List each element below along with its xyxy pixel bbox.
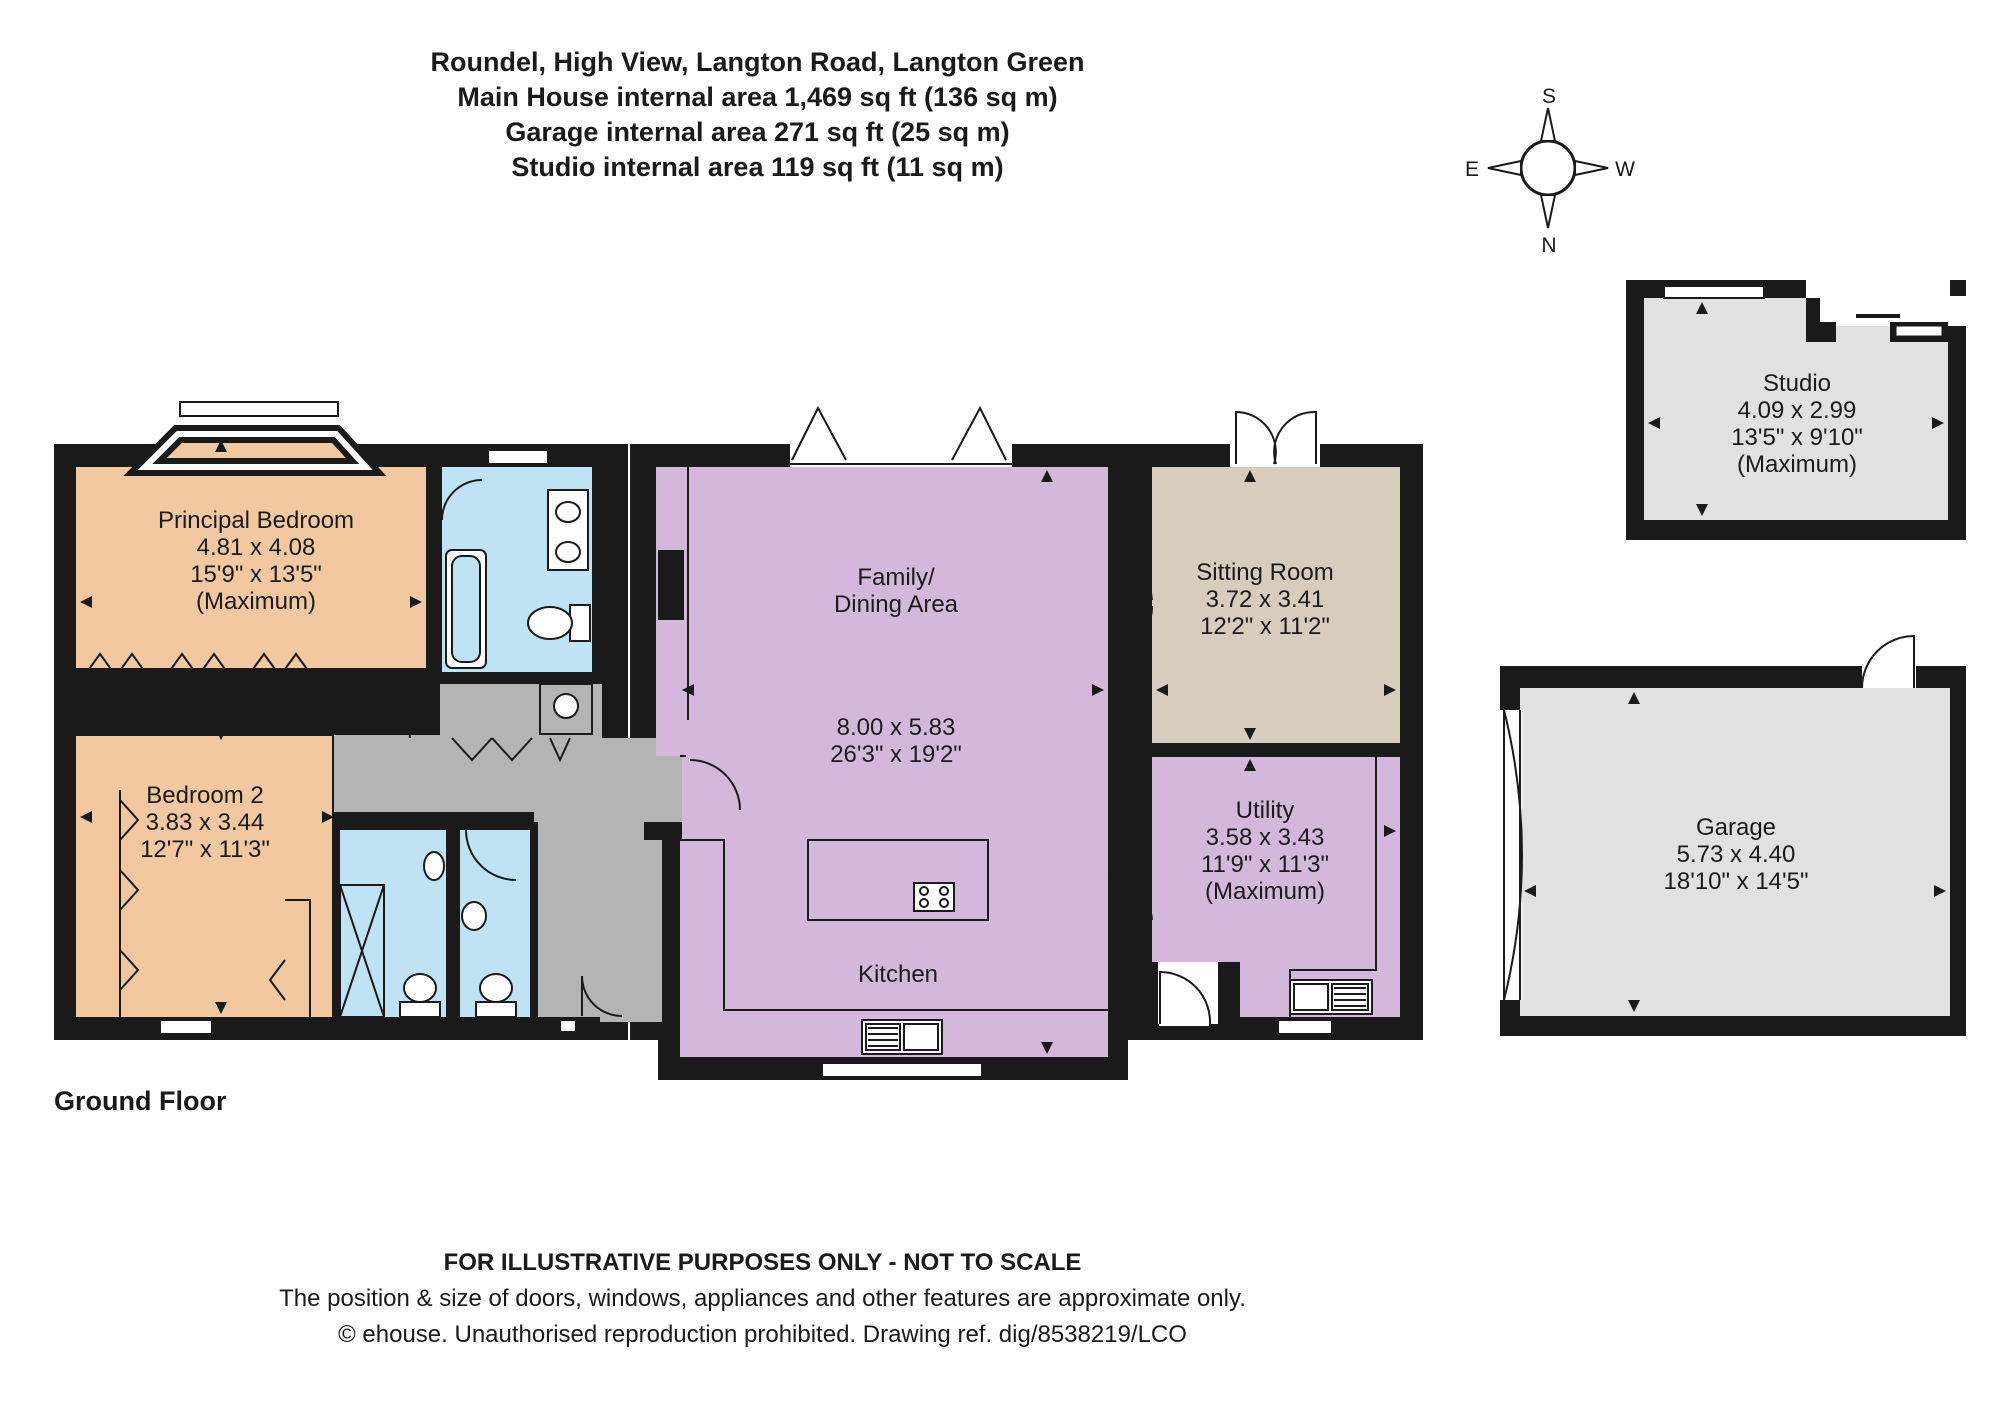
family-dining-name-2: Dining Area xyxy=(834,591,959,618)
utility-label: Utility 3.58 x 3.43 11'9" x 11'3" (Maxim… xyxy=(1201,797,1329,905)
studio-note: (Maximum) xyxy=(1737,451,1857,478)
hallway-fill xyxy=(334,684,688,1022)
footer: FOR ILLUSTRATIVE PURPOSES ONLY - NOT TO … xyxy=(0,1245,1525,1353)
utility-note: (Maximum) xyxy=(1205,878,1325,905)
garage-imperial: 18'10" x 14'5" xyxy=(1664,868,1809,895)
family-dining-name-1: Family/ xyxy=(857,564,935,591)
compass-north-label: N xyxy=(1541,234,1556,257)
family-dining-label: Family/ Dining Area 8.00 x 5.83 26'3" x … xyxy=(830,564,962,768)
header: Roundel, High View, Langton Road, Langto… xyxy=(0,45,1515,185)
disclaimer-text: The position & size of doors, windows, a… xyxy=(279,1285,1246,1312)
compass-icon: S N E W xyxy=(1465,85,1635,257)
studio-imperial: 13'5" x 9'10" xyxy=(1731,424,1863,451)
principal-bedroom-note: (Maximum) xyxy=(196,588,316,615)
principal-bedroom-name: Principal Bedroom xyxy=(158,507,354,534)
bifold-doors xyxy=(790,405,1012,465)
copyright-text: © ehouse. Unauthorised reproduction proh… xyxy=(338,1321,1187,1348)
family-dining-imperial: 26'3" x 19'2" xyxy=(830,741,962,768)
kitchen-units xyxy=(680,467,1108,1055)
main-house-area: Main House internal area 1,469 sq ft (13… xyxy=(457,82,1058,112)
compass-east-label: E xyxy=(1465,158,1479,181)
bedroom-2-name: Bedroom 2 xyxy=(146,782,263,809)
wardrobe xyxy=(75,652,331,727)
sitting-room-imperial: 12'2" x 11'2" xyxy=(1200,613,1330,640)
disclaimer-heading: FOR ILLUSTRATIVE PURPOSES ONLY - NOT TO … xyxy=(443,1249,1082,1276)
bedroom-2-imperial: 12'7" x 11'3" xyxy=(140,836,270,863)
utility-imperial: 11'9" x 11'3" xyxy=(1201,851,1329,878)
principal-bedroom-fill xyxy=(76,434,426,668)
studio-metric: 4.09 x 2.99 xyxy=(1738,397,1857,424)
sitting-room-name: Sitting Room xyxy=(1196,559,1333,586)
compass-west-label: W xyxy=(1615,158,1635,181)
utility-name: Utility xyxy=(1236,797,1295,824)
dimension-arrows xyxy=(80,302,1946,1054)
studio-name: Studio xyxy=(1763,370,1831,397)
family-dining-metric: 8.00 x 5.83 xyxy=(837,714,956,741)
floor-label: Ground Floor xyxy=(54,1086,227,1116)
hall-cupboard-doors xyxy=(369,697,623,1017)
bath-icon xyxy=(445,549,487,669)
garage-area: Garage internal area 271 sq ft (25 sq m) xyxy=(505,117,1010,147)
bedroom-2-label: Bedroom 2 3.83 x 3.44 12'7" x 11'3" xyxy=(140,782,270,863)
shower-icon xyxy=(339,884,385,1018)
kitchen-name: Kitchen xyxy=(858,961,938,988)
principal-bedroom-imperial: 15'9" x 13'5" xyxy=(190,561,322,588)
bedroom-2-wardrobe xyxy=(119,790,311,1017)
garage-name: Garage xyxy=(1696,814,1776,841)
basin-icon xyxy=(547,489,589,571)
sitting-room-label: Sitting Room 3.72 x 3.41 12'2" x 11'2" xyxy=(1196,559,1333,640)
compass-south-label: S xyxy=(1542,85,1556,108)
bedroom-2-fill xyxy=(76,735,332,1017)
utility-metric: 3.58 x 3.43 xyxy=(1206,824,1325,851)
bathroom-fittings xyxy=(399,829,517,1018)
sitting-room-metric: 3.72 x 3.41 xyxy=(1206,586,1325,613)
sitting-room-fill xyxy=(1152,467,1400,743)
garage-label: Garage 5.73 x 4.40 18'10" x 14'5" xyxy=(1664,814,1809,895)
utility-fill xyxy=(1152,757,1400,1017)
principal-bedroom-label: Principal Bedroom 4.81 x 4.08 15'9" x 13… xyxy=(158,507,354,615)
studio-area: Studio internal area 119 sq ft (11 sq m) xyxy=(511,152,1004,182)
sitting-room-doors xyxy=(1125,410,1317,651)
garage-metric: 5.73 x 4.40 xyxy=(1677,841,1796,868)
toilet-icon xyxy=(527,604,591,642)
principal-bedroom-metric: 4.81 x 4.08 xyxy=(197,534,316,561)
studio-label: Studio 4.09 x 2.99 13'5" x 9'10" (Maximu… xyxy=(1731,370,1863,478)
property-title: Roundel, High View, Langton Road, Langto… xyxy=(430,47,1085,77)
bedroom-2-metric: 3.83 x 3.44 xyxy=(146,809,265,836)
family-dining-kitchen-fill xyxy=(656,467,1108,1057)
garage-fill xyxy=(1520,688,1950,1016)
